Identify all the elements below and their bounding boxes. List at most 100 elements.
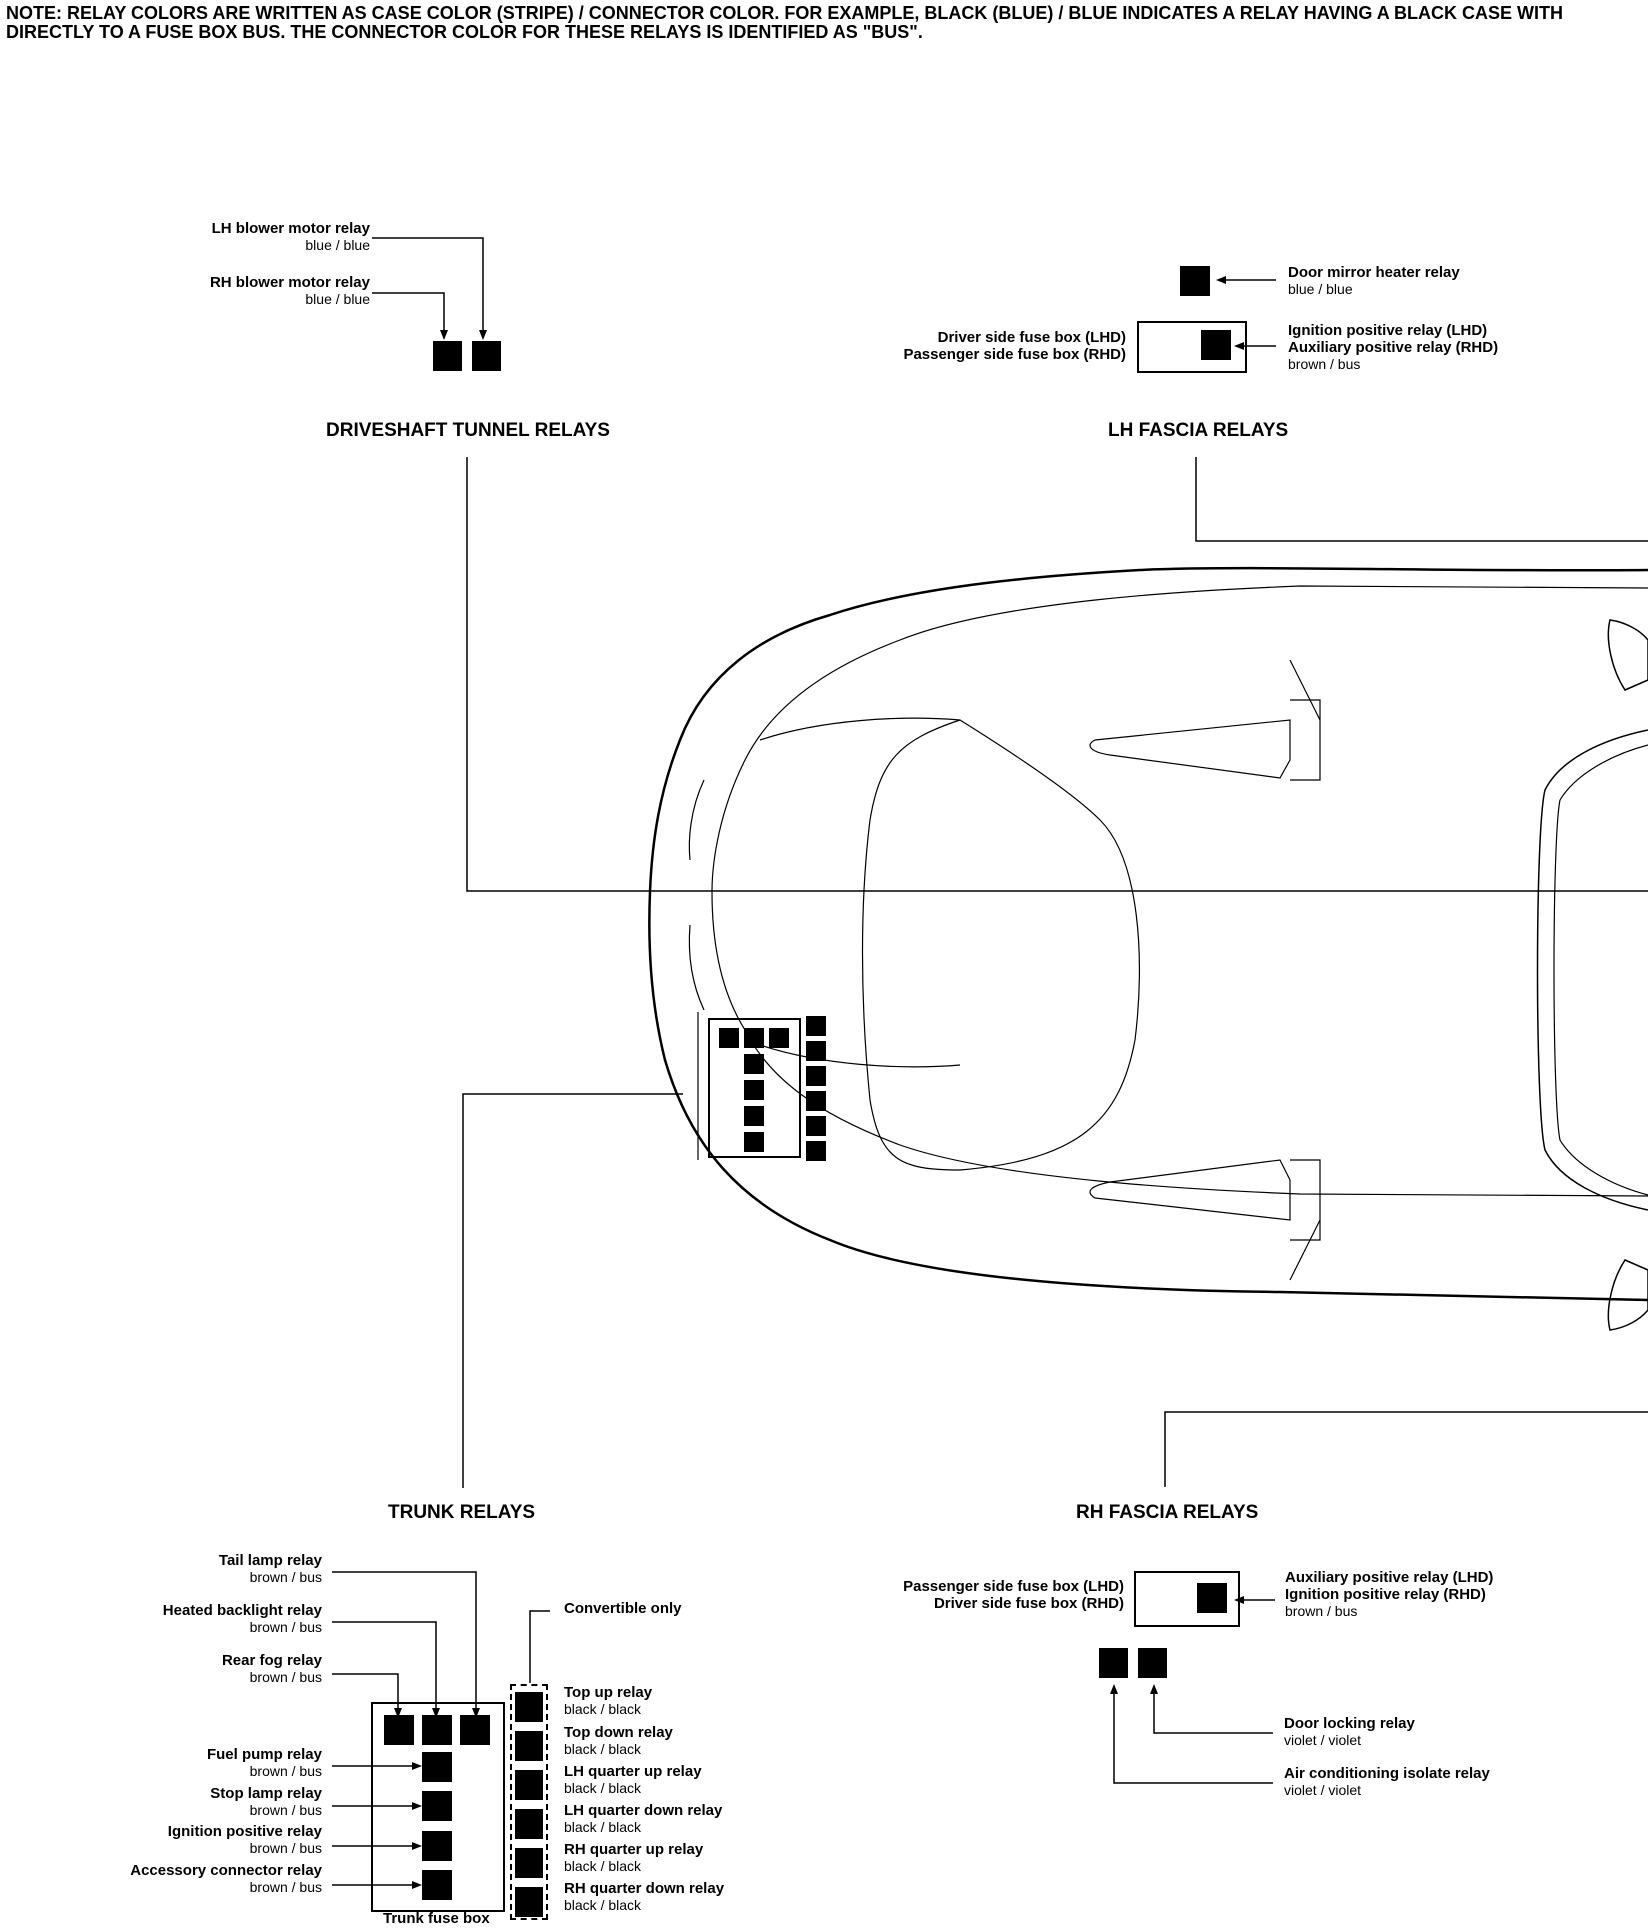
relay-name: Heated backlight relay <box>162 1602 322 1619</box>
lh-blower-motor-relay-label: LH blower motor relay blue / blue <box>212 220 370 254</box>
trunk-relays-title: TRUNK RELAYS <box>388 1502 536 1523</box>
relay-name: Door locking relay <box>1284 1715 1415 1732</box>
relay-name: Air conditioning isolate relay <box>1284 1765 1490 1782</box>
auxiliary-positive-relay-lhd-label: Auxiliary positive relay (LHD) Ignition … <box>1285 1569 1493 1620</box>
relay-name: RH quarter up relay <box>564 1841 704 1858</box>
car-convertible-relay <box>806 1091 826 1111</box>
rh-quarter-down-relay-label: RH quarter down relay black / black <box>564 1880 724 1914</box>
door-mirror-heater-relay-label: Door mirror heater relay blue / blue <box>1288 264 1460 298</box>
leader-trunk <box>462 1093 683 1488</box>
lh-fascia-fusebox <box>1137 321 1247 373</box>
car-convertible-relay <box>806 1041 826 1061</box>
relay-color: black / black <box>564 1741 642 1757</box>
tail-lamp-relay-label: Tail lamp relay brown / bus <box>219 1552 322 1586</box>
relay-color: violet / violet <box>1284 1782 1362 1798</box>
rear-fog-relay-label: Rear fog relay brown / bus <box>222 1652 322 1686</box>
relay-name: Rear fog relay <box>221 1652 322 1669</box>
lh-quarter-down-relay-label: LH quarter down relay black / black <box>564 1802 722 1836</box>
air-conditioning-isolate-relay-label: Air conditioning isolate relay violet / … <box>1284 1765 1490 1799</box>
relay-name: Fuel pump relay <box>206 1746 322 1763</box>
top-down-relay-label: Top down relay black / black <box>564 1724 673 1758</box>
lh-quarter-up-relay-label: LH quarter up relay black / black <box>564 1763 702 1797</box>
car-trunk-relay <box>744 1106 764 1126</box>
ignition-positive-relay-label: Ignition positive relay brown / bus <box>168 1823 322 1857</box>
relay-name-1: Ignition positive relay (LHD) <box>1288 322 1488 339</box>
leader-lh-fascia <box>1195 457 1648 542</box>
rh-blower-motor-relay-label: RH blower motor relay blue / blue <box>210 274 370 308</box>
top-up-relay-label: Top up relay black / black <box>564 1684 652 1718</box>
relay-name: Top up relay <box>564 1684 653 1701</box>
relay-name: Accessory connector relay <box>130 1862 322 1879</box>
note-line-2: DIRECTLY TO A FUSE BOX BUS. THE CONNECTO… <box>6 22 923 42</box>
relay-name: LH blower motor relay <box>211 220 370 237</box>
fuel-pump-relay <box>422 1752 452 1782</box>
rh-fascia-fusebox <box>1134 1571 1240 1627</box>
relay-name: LH quarter down relay <box>564 1802 723 1819</box>
tail-lamp-relay <box>460 1715 490 1745</box>
leader-rh-blower <box>372 292 445 335</box>
rear-fog-relay <box>384 1715 414 1745</box>
relay-color: brown / bus <box>1285 1603 1358 1619</box>
relay-color: brown / bus <box>249 1802 322 1818</box>
relay-name: Door mirror heater relay <box>1288 264 1460 281</box>
door-locking-relay-label: Door locking relay violet / violet <box>1284 1715 1415 1749</box>
relay-color: brown / bus <box>249 1569 322 1585</box>
relay-name: Ignition positive relay <box>167 1823 322 1840</box>
convertible-only-text: Convertible only <box>564 1600 682 1617</box>
lh-quarter-down-relay <box>515 1809 543 1839</box>
trunk-fusebox <box>371 1702 505 1912</box>
car-convertible-relay <box>806 1141 826 1161</box>
fuel-pump-relay-label: Fuel pump relay brown / bus <box>207 1746 322 1780</box>
convertible-only-label: Convertible only <box>564 1600 682 1617</box>
relay-name-2: Auxiliary positive relay (RHD) <box>1288 339 1499 356</box>
auxiliary-positive-relay-lhd <box>1197 1583 1227 1613</box>
note-line-1: NOTE: RELAY COLORS ARE WRITTEN AS CASE C… <box>6 4 1564 23</box>
air-conditioning-isolate-relay <box>1099 1648 1128 1678</box>
ignition-positive-relay-lhd <box>1201 330 1231 360</box>
relay-color: brown / bus <box>249 1619 322 1635</box>
relay-name: RH blower motor relay <box>209 274 370 291</box>
car-convertible-relay <box>806 1066 826 1086</box>
trunk-fusebox-label: Trunk fuse box <box>383 1910 490 1927</box>
accessory-connector-relay-label: Accessory connector relay brown / bus <box>130 1862 322 1896</box>
top-up-relay <box>515 1692 543 1722</box>
driveshaft-tunnel-title: DRIVESHAFT TUNNEL RELAYS <box>326 420 610 441</box>
ignition-positive-relay <box>422 1831 452 1861</box>
lh-blower-motor-relay <box>472 341 501 371</box>
car-trunk-relay <box>744 1080 764 1100</box>
rh-quarter-down-relay <box>515 1887 543 1917</box>
fusebox-lhd: Passenger side fuse box (LHD) <box>903 1578 1124 1595</box>
door-locking-relay <box>1138 1648 1167 1678</box>
convertible-relay-group <box>510 1684 548 1920</box>
relay-color: blue / blue <box>305 237 370 253</box>
leader-rh-fascia <box>1164 1411 1648 1487</box>
lh-fascia-title: LH FASCIA RELAYS <box>1108 420 1289 441</box>
relay-name-2: Ignition positive relay (RHD) <box>1285 1586 1486 1603</box>
heated-backlight-relay <box>422 1715 452 1745</box>
relay-name-1: Auxiliary positive relay (LHD) <box>1285 1569 1494 1586</box>
car-trunk-relay <box>769 1028 789 1048</box>
leader-lh-blower <box>372 237 484 335</box>
leader-convertible <box>529 1610 550 1683</box>
trunk-fusebox-text: Trunk fuse box <box>383 1910 490 1927</box>
car-trunk-relay <box>744 1028 764 1048</box>
car-convertible-relay <box>806 1116 826 1136</box>
accessory-connector-relay <box>422 1870 452 1900</box>
relay-color: brown / bus <box>249 1840 322 1856</box>
car-convertible-relay <box>806 1016 826 1036</box>
car-trunk-fusebox <box>708 1018 801 1158</box>
relay-color: violet / violet <box>1284 1732 1362 1748</box>
relay-color: brown / bus <box>1288 356 1361 372</box>
relay-color: brown / bus <box>249 1669 322 1685</box>
lh-quarter-up-relay <box>515 1770 543 1800</box>
relay-color: black / black <box>564 1780 642 1796</box>
relay-name: RH quarter down relay <box>564 1880 725 1897</box>
relay-color: black / black <box>564 1858 642 1874</box>
leader-rear-fog <box>332 1673 399 1712</box>
relay-color: black / black <box>564 1701 642 1717</box>
relay-name: LH quarter up relay <box>564 1763 702 1780</box>
car-trunk-relay <box>744 1054 764 1074</box>
rh-fascia-title: RH FASCIA RELAYS <box>1076 1502 1259 1523</box>
relay-color: black / black <box>564 1897 642 1913</box>
